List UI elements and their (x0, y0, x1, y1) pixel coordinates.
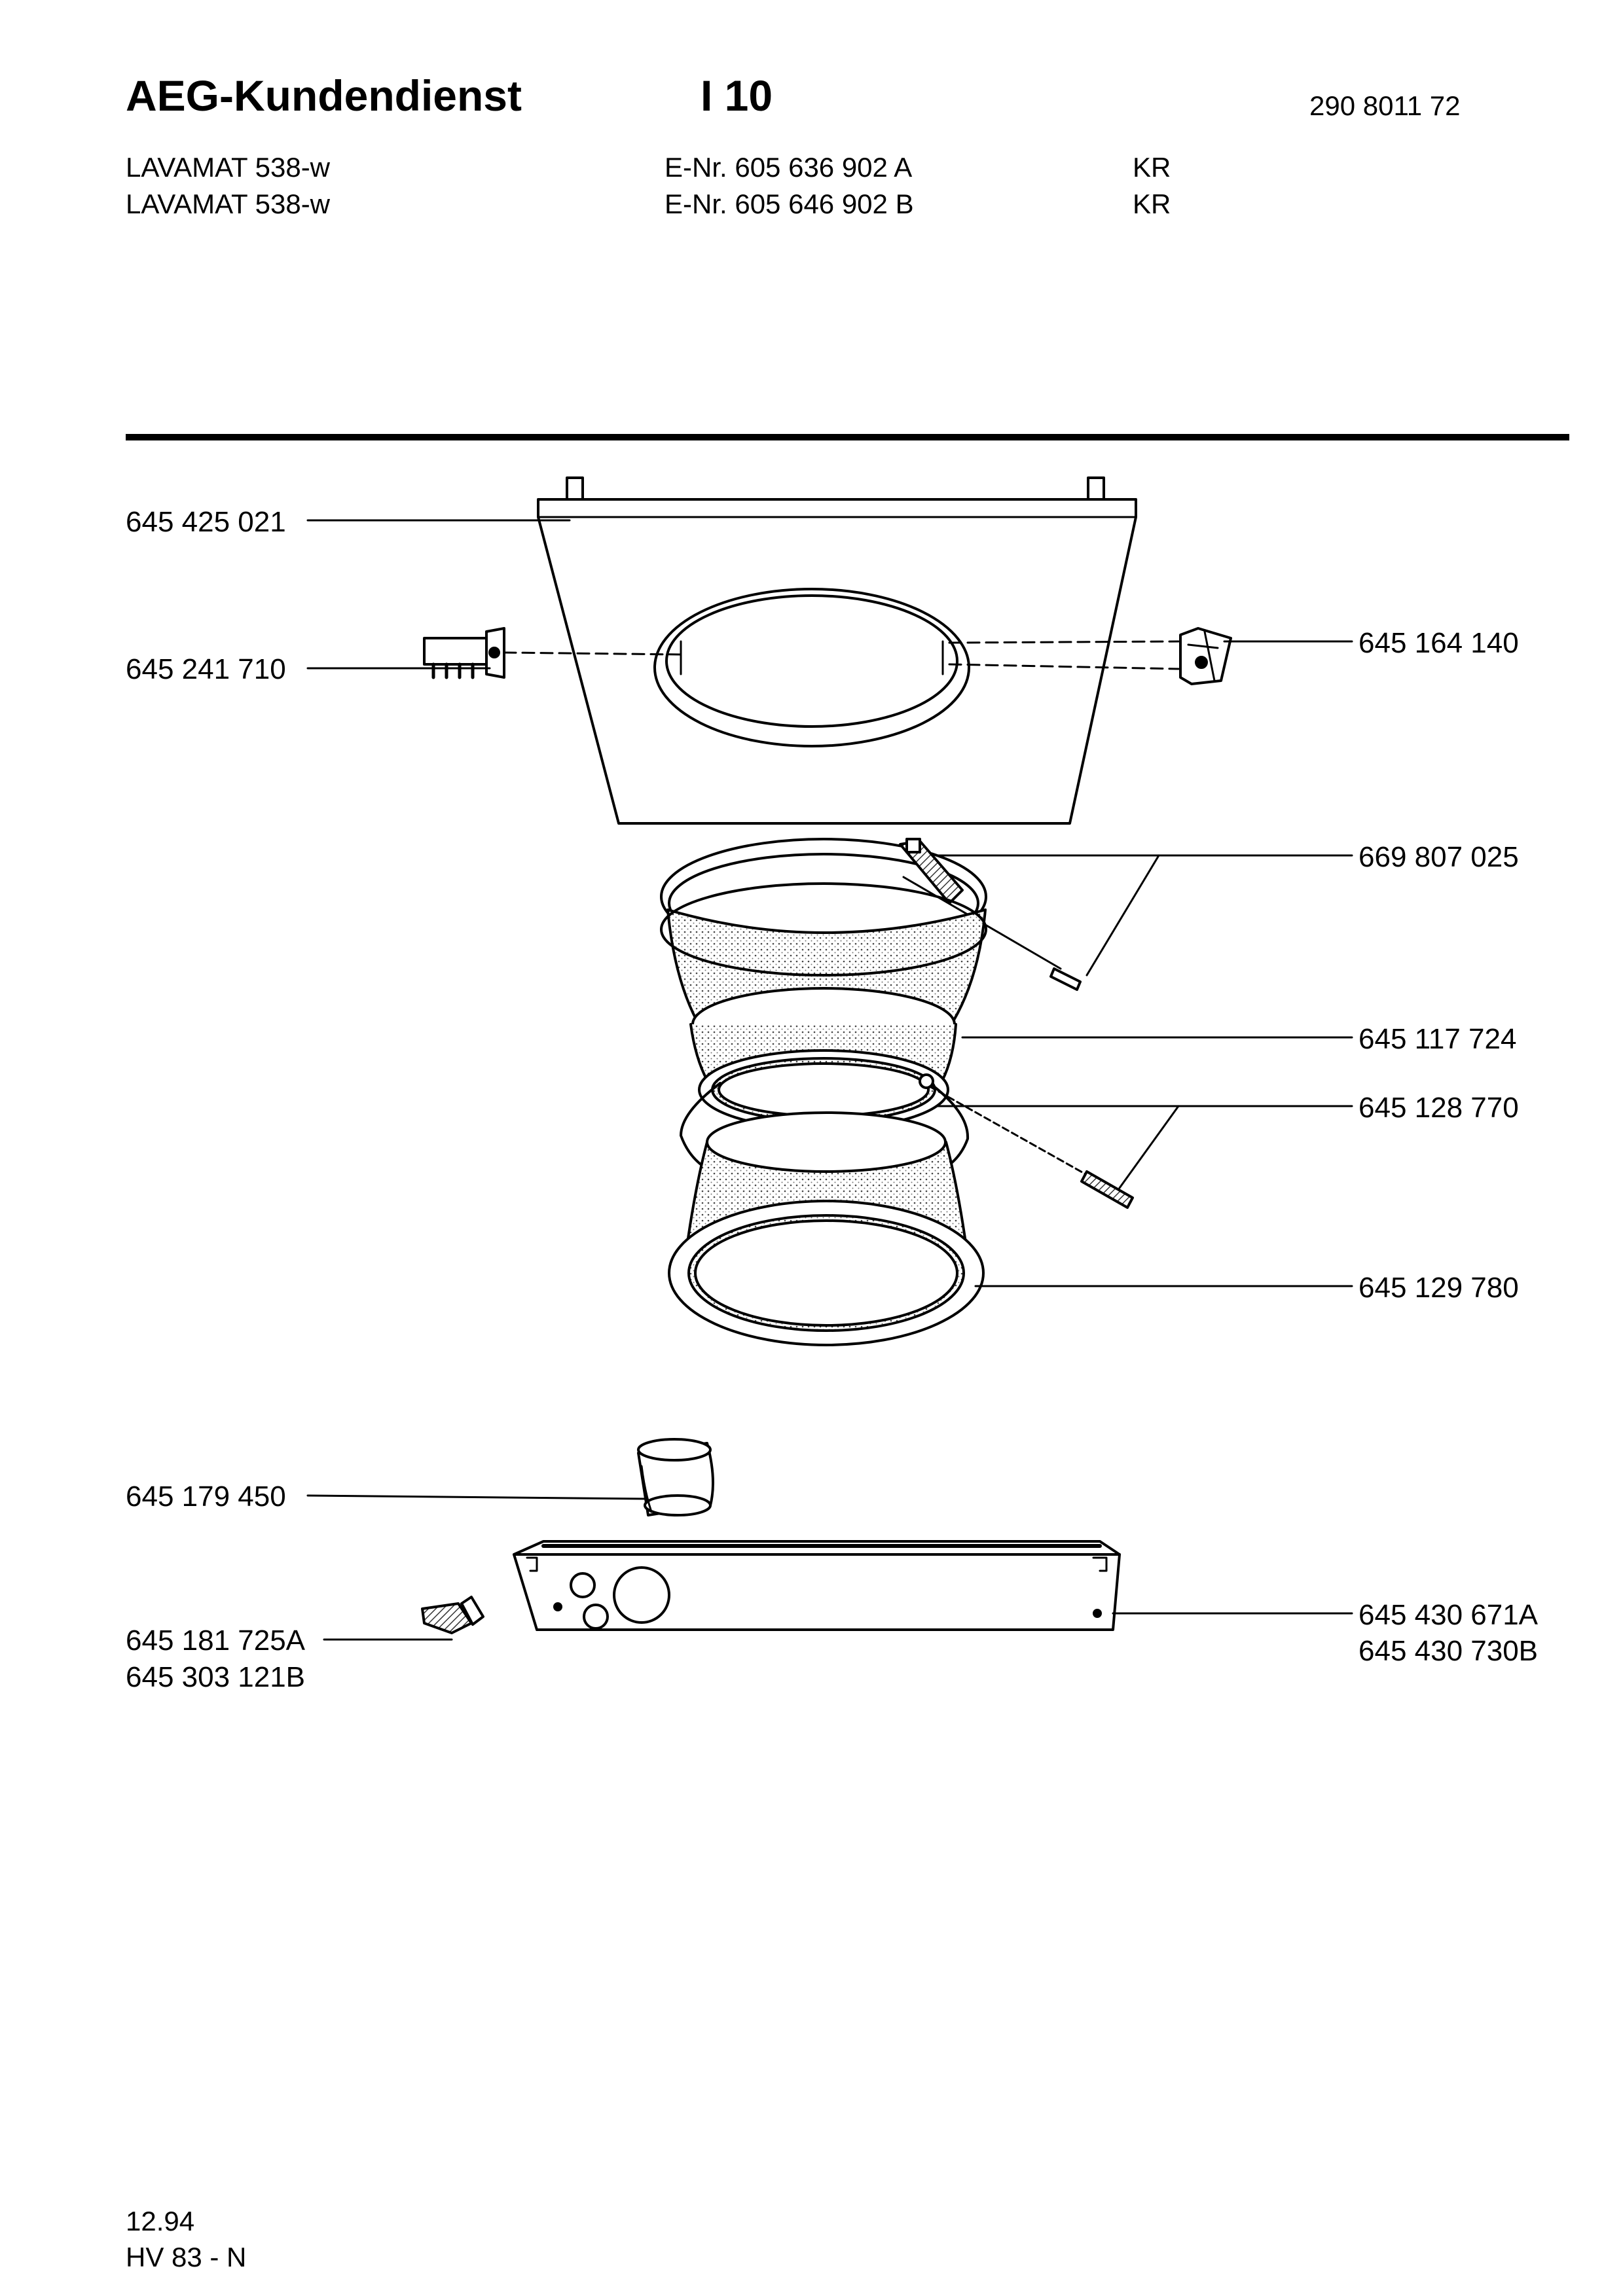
enr-2: E-Nr. 605 646 902 B (665, 188, 914, 219)
product-name-1: LAVAMAT 538-w (126, 152, 331, 183)
label-clamp-ring: 669 807 025 (1359, 841, 1519, 873)
product-name-2: LAVAMAT 538-w (126, 188, 331, 219)
door-hinge (1179, 627, 1232, 685)
label-front-panel: 645 425 021 (126, 506, 286, 538)
drum-ring (668, 1111, 985, 1346)
tension-spring (1080, 1170, 1134, 1209)
sleeve (637, 1438, 714, 1516)
label-door-hinge: 645 164 140 (1359, 627, 1519, 659)
leader-lines (306, 519, 1353, 1641)
label-sleeve: 645 179 450 (126, 1480, 286, 1513)
label-spring-wire: 645 128 770 (1359, 1092, 1519, 1124)
country-code-2: KR (1133, 188, 1171, 219)
label-door-lock: 645 241 710 (126, 653, 286, 685)
header-divider (126, 434, 1569, 440)
door-lock (423, 627, 505, 679)
bottom-plate (513, 1540, 1121, 1631)
country-code-1: KR (1133, 152, 1171, 183)
footer-date: 12.94 (126, 2206, 195, 2236)
footer-code: HV 83 - N (126, 2242, 247, 2272)
label-bottom-plate-a: 645 430 671A (1359, 1599, 1539, 1631)
front-panel (537, 476, 1137, 825)
enr-1: E-Nr. 605 636 902 A (665, 152, 913, 183)
clamp-screw (1049, 967, 1082, 991)
brand-title: AEG-Kundendienst (126, 71, 522, 120)
document-number: 290 8011 72 (1309, 90, 1461, 121)
door-seal (660, 882, 987, 1130)
label-door-seal: 645 117 724 (1359, 1023, 1517, 1055)
label-knob-a: 645 181 725A (126, 1624, 306, 1657)
model-group: I 10 (701, 71, 773, 120)
label-drum-ring: 645 129 780 (1359, 1272, 1519, 1304)
knob (421, 1596, 484, 1634)
label-knob-b: 645 303 121B (126, 1661, 306, 1693)
label-bottom-plate-b: 645 430 730B (1359, 1635, 1539, 1667)
